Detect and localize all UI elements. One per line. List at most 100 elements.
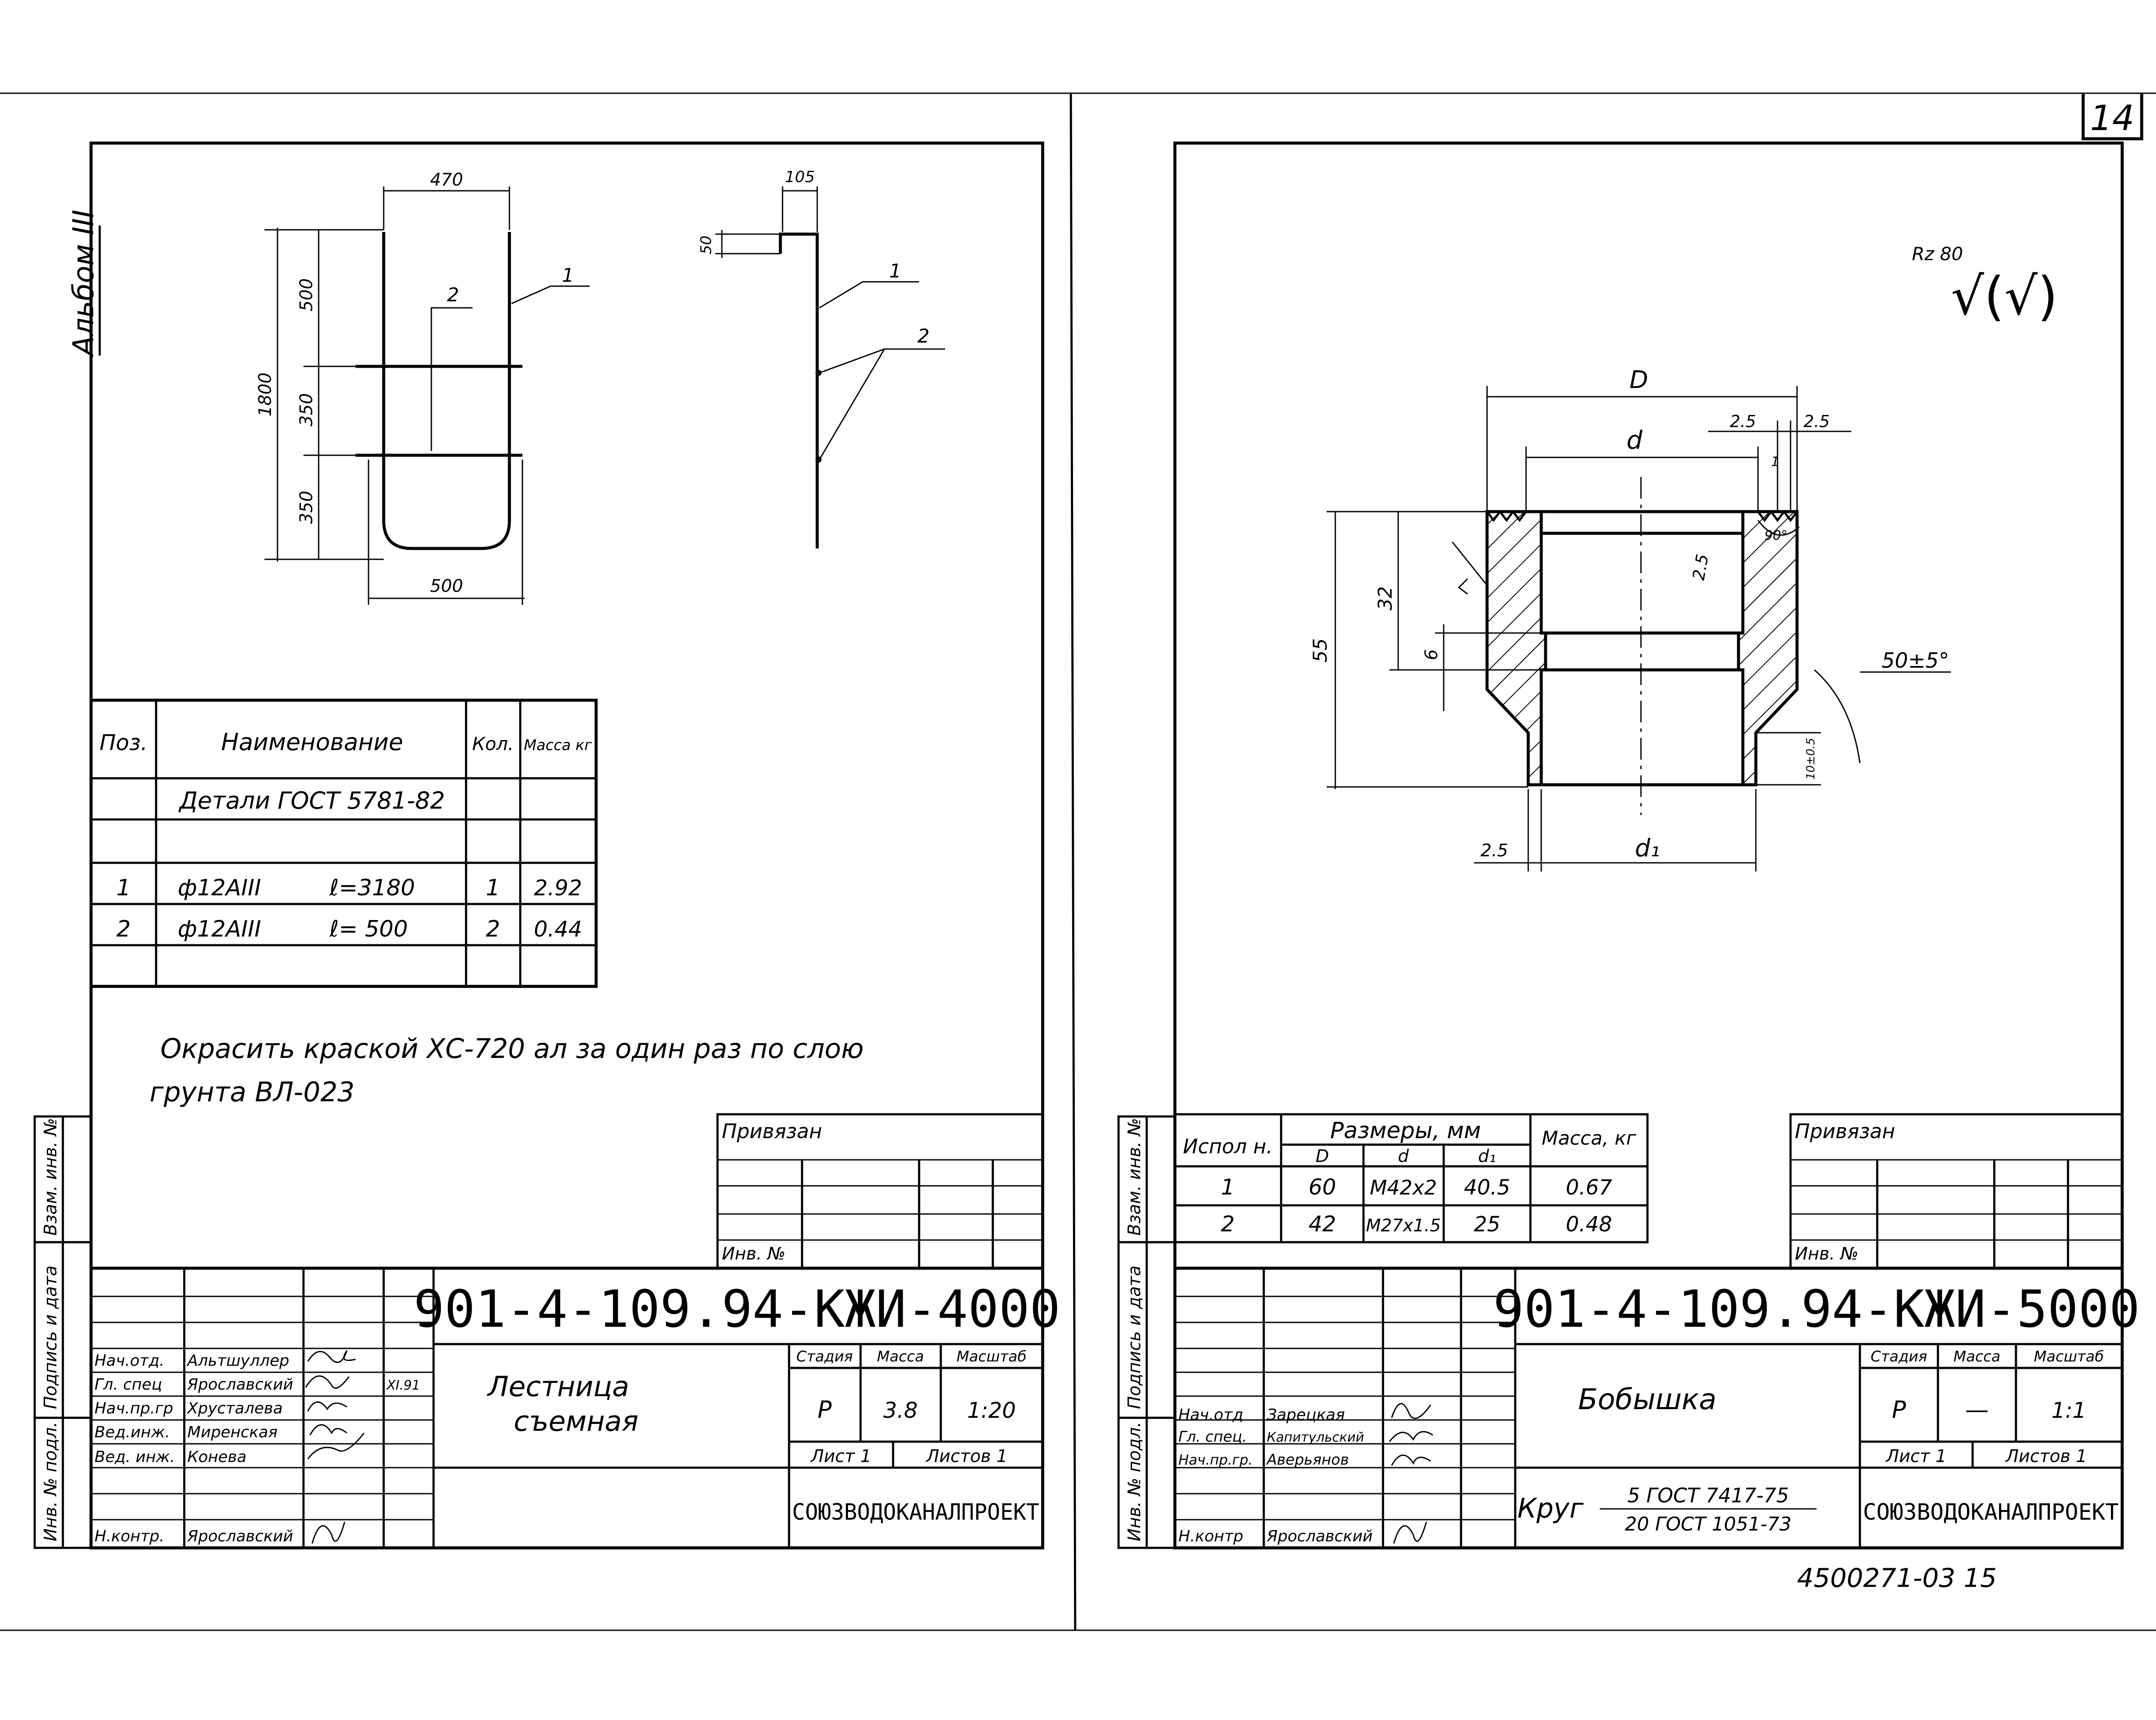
signature-scribble [307, 1401, 347, 1412]
right-material-top: 5 ГОСТ 7417-75 [1628, 1484, 1789, 1507]
album-label: Альбом III [67, 210, 100, 357]
inventory-number: 4500271-03 15 [1797, 1563, 1997, 1593]
right-sig-role-4: Н.контр [1178, 1527, 1243, 1545]
svg-text:1: 1 [486, 875, 500, 901]
page-number-box [2081, 93, 2143, 140]
dim-350-lower: 350 [297, 491, 316, 524]
left-title-line2: съемная [514, 1406, 639, 1438]
variants-header-d: d [1398, 1146, 1409, 1166]
page-number: 14 [2090, 98, 2134, 138]
svg-text:60: 60 [1308, 1175, 1336, 1200]
dim-D: D [1629, 366, 1648, 394]
left-sig-name-4: Миренская [187, 1423, 277, 1441]
right-sig-name-1: Зарецкая [1267, 1406, 1345, 1424]
left-date-note: XI.91 [386, 1378, 420, 1393]
right-title: Бобышка [1578, 1383, 1716, 1416]
svg-text:0.48: 0.48 [1566, 1212, 1612, 1237]
paint-note-line2: грунта ВЛ-023 [150, 1076, 355, 1108]
left-sig-role-1: Нач.отд. [95, 1352, 164, 1370]
right-doc-code: 901-4-109.94-КЖИ-5000 [1493, 1279, 2140, 1339]
left-stage: Р [818, 1396, 832, 1423]
right-inv-no-label: Инв. № [1795, 1244, 1859, 1264]
right-sheet: Взам. инв. № Подпись и дата Инв. № подл.… [1117, 141, 2140, 1593]
dim-350-middle: 350 [297, 393, 316, 426]
svg-text:1: 1 [116, 875, 130, 901]
dim-2-5-top-left: 2.5 [1730, 412, 1756, 431]
svg-text:2.92: 2.92 [534, 875, 582, 901]
right-title-block: 901-4-109.94-КЖИ-5000 Бобышка Стадия Мас… [1173, 1266, 2140, 1550]
spec-header-qty: Кол. [472, 733, 514, 754]
right-stage: Р [1892, 1396, 1906, 1423]
left-sheet: Альбом III Взам. инв. № Подпись и дата И… [33, 141, 1060, 1550]
svg-text:25: 25 [1474, 1212, 1500, 1237]
ladder-side-bar [779, 232, 819, 548]
svg-text:ф12АIII: ф12АIII [178, 875, 261, 901]
dim-1800: 1800 [255, 372, 275, 417]
boss-section-view: D d 2.5 2.5 1 90° 2.5 55 3 [1309, 366, 1951, 871]
paint-note-line1: Окрасить краской ХС-720 ал за один раз п… [160, 1033, 864, 1064]
spec-row-2: 2 ф12АIII ℓ= 500 2 0.44 [116, 916, 582, 942]
right-stage-label: Стадия [1871, 1348, 1927, 1365]
left-privyazan-label: Привязан [722, 1119, 822, 1143]
left-sig-role-5: Вед. инж. [95, 1448, 175, 1466]
left-sig-role-3: Нач.пр.гр [95, 1400, 173, 1417]
svg-text:ℓ=3180: ℓ=3180 [329, 875, 415, 901]
dim-d: d [1627, 425, 1643, 455]
left-stage-label: Стадия [796, 1348, 853, 1365]
left-mass-label: Масса [877, 1348, 924, 1365]
variants-table: Испол н. Размеры, мм D d d₁ Масса, кг 1 … [1174, 1113, 1649, 1243]
dim-6: 6 [1422, 649, 1442, 660]
left-scale-label: Масштаб [956, 1348, 1027, 1365]
svg-text:ℓ= 500: ℓ= 500 [329, 916, 408, 942]
variants-header-mass: Масса, кг [1542, 1127, 1637, 1149]
left-sig-name-5: Конева [187, 1448, 247, 1466]
callout-2-front: 2 [447, 284, 459, 306]
right-stamp-inv: Инв. № подл. [1125, 1422, 1145, 1541]
dim-d1: d₁ [1635, 834, 1660, 862]
left-side-stamp: Взам. инв. № Подпись и дата Инв. № подл. [33, 1115, 92, 1549]
left-sheet-label: Лист 1 [810, 1446, 871, 1466]
dim-angle-50: 50±5° [1882, 649, 1949, 673]
signature-scribble [1393, 1521, 1427, 1544]
signature-scribble [307, 1350, 356, 1363]
dim-470: 470 [430, 170, 463, 190]
spec-header-mass: Масса кг [524, 737, 593, 754]
signature-scribble [1391, 1403, 1432, 1419]
svg-text:ф12АIII: ф12АIII [178, 916, 261, 942]
left-sig-name-6: Ярославский [187, 1527, 293, 1545]
right-privyazan-label: Привязан [1795, 1119, 1895, 1143]
sheet-fold-line [1070, 93, 1076, 1631]
svg-text:40.5: 40.5 [1464, 1175, 1510, 1200]
roughness-value: Rz 80 [1912, 243, 1963, 264]
svg-text:M42x2: M42x2 [1370, 1176, 1437, 1199]
right-sig-name-4: Ярославский [1266, 1527, 1373, 1545]
right-sig-role-1: Нач.отд [1178, 1406, 1243, 1424]
dim-2-5-top-right: 2.5 [1804, 412, 1830, 431]
spec-header-pos: Поз. [100, 730, 148, 755]
right-scale-label: Масштаб [2034, 1348, 2104, 1365]
left-title-block: 901-4-109.94-КЖИ-4000 Лестница съемная С… [89, 1266, 1060, 1550]
dim-500-upper: 500 [297, 278, 316, 311]
svg-text:0.67: 0.67 [1566, 1175, 1612, 1200]
right-mass: — [1965, 1396, 1989, 1423]
right-organization: СОЮЗВОДОКАНАЛПРОЕКТ [1863, 1499, 2119, 1525]
signature-scribble [309, 1424, 347, 1436]
spec-table: Поз. Наименование Кол. Масса кг Детали Г… [89, 698, 598, 988]
signature-scribble [1389, 1431, 1433, 1442]
right-sig-name-2: Капитульский [1267, 1430, 1364, 1445]
left-sig-name-3: Хрусталева [186, 1400, 283, 1417]
left-stamp-vzam: Взам. инв. № [41, 1118, 61, 1236]
left-sig-name-1: Альтшуллер [186, 1352, 289, 1370]
right-sig-role-3: Нач.пр.гр. [1178, 1452, 1253, 1468]
left-stamp-inv: Инв. № подл. [41, 1422, 61, 1541]
right-stamp-vzam: Взам. инв. № [1125, 1118, 1145, 1236]
right-sig-role-2: Гл. спец. [1178, 1428, 1247, 1446]
signature-scribble [1391, 1454, 1431, 1466]
right-sheet-label: Лист 1 [1885, 1446, 1947, 1466]
spec-group-title: Детали ГОСТ 5781-82 [179, 787, 445, 814]
dim-32: 32 [1374, 586, 1396, 610]
dim-10: 10±0.5 [1804, 738, 1817, 780]
dim-2-5-bottom: 2.5 [1481, 841, 1508, 861]
left-sig-role-4: Вед.инж. [95, 1423, 170, 1441]
